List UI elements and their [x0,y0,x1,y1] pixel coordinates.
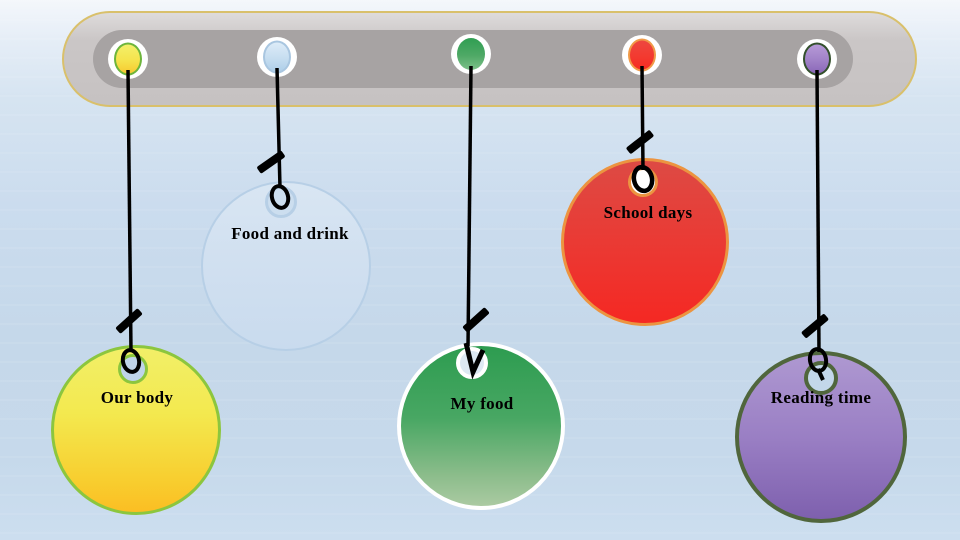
topic-ball-reading-time[interactable] [735,351,907,523]
knob-ball-purple [803,42,831,76]
ball-hole-school-days [628,167,658,197]
knot-clasp-icon [626,130,654,154]
knob-ball-yellow [114,42,142,76]
knot-clasp-icon [463,307,489,333]
hanger-knob-my-food [451,34,491,74]
hanger-knob-school-days [622,35,662,75]
hanger-knob-reading-time [797,39,837,79]
hanger-knob-food-and-drink [257,37,297,77]
knot-clasp-icon [116,308,142,334]
string-our-body [116,69,142,374]
knob-ball-red [628,38,656,72]
knob-ball-green [457,38,485,70]
ball-hole-our-body [118,354,148,384]
topic-label-reading-time: Reading time [770,388,872,407]
ball-hole-my-food [456,347,488,379]
string-reading-time [801,69,829,381]
knot-clasp-icon [257,150,285,174]
topic-label-school-days: School days [603,203,693,222]
topic-label-food-and-drink: Food and drink [231,224,349,243]
knob-ball-blue [263,40,291,74]
string-my-food [463,65,489,380]
hanger-knob-our-body [108,39,148,79]
topic-label-our-body: Our body [100,388,174,407]
ball-hole-food-and-drink [265,186,297,218]
topic-ball-my-food[interactable] [397,342,565,510]
knot-clasp-icon [801,314,829,338]
topic-label-my-food: My food [450,394,514,413]
